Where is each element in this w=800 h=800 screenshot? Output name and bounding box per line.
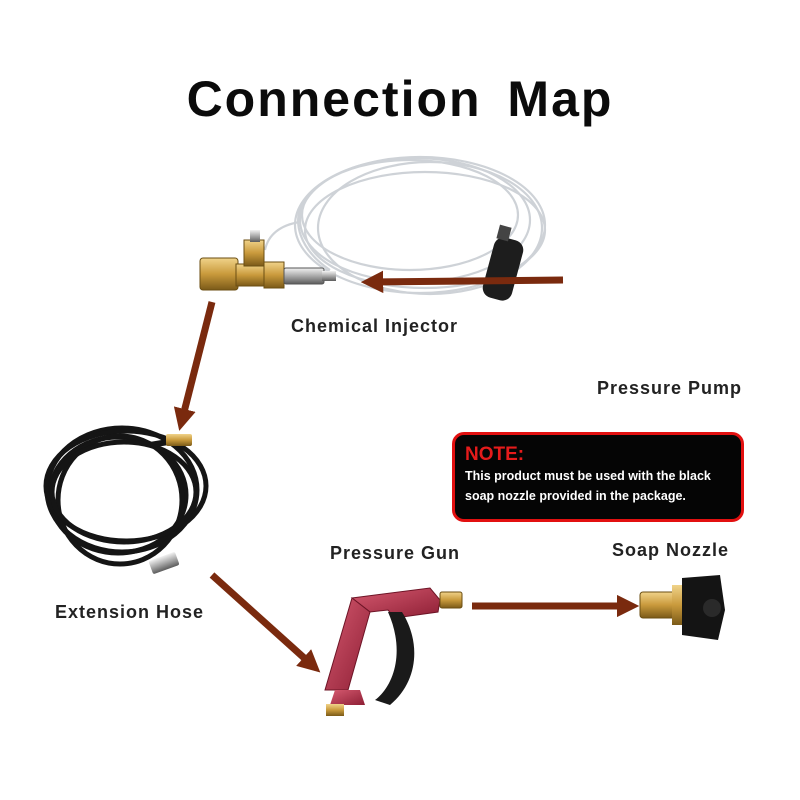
extension-hose-image [43, 425, 209, 567]
note-box: NOTE: This product must be used with the… [452, 432, 744, 522]
label-chemical-injector: Chemical Injector [291, 316, 459, 336]
note-line-1: This product must be used with the black [465, 469, 711, 483]
label-pressure-gun: Pressure Gun [330, 543, 461, 563]
label-soap-nozzle: Soap Nozzle [612, 540, 730, 560]
chemical-injector-image [199, 224, 524, 301]
label-pressure-pump: Pressure Pump [597, 378, 743, 398]
label-extension-hose: Extension Hose [55, 602, 205, 622]
hose-fitting-top [166, 434, 192, 446]
page-title: Connection Map [186, 71, 614, 127]
arrow-injector-to-hose [173, 301, 216, 431]
soap-nozzle-image [639, 575, 725, 640]
flow-arrows [173, 270, 640, 673]
hose-fitting-bottom [149, 552, 179, 574]
pressure-gun-image [324, 587, 463, 716]
arrow-hose-to-gun [209, 572, 321, 673]
note-heading: NOTE: [465, 444, 525, 465]
arrow-pump-to-injector [360, 270, 564, 294]
note-line-2: soap nozzle provided in the package. [465, 489, 686, 503]
